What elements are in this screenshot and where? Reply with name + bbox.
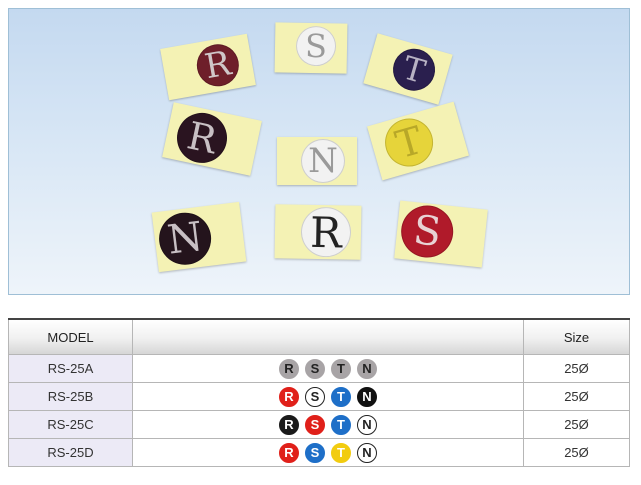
symbol-r-badge: R <box>279 386 299 407</box>
sticker-n: N <box>277 137 357 185</box>
header-size: Size <box>523 318 630 355</box>
symbol-t-badge: T <box>331 414 351 435</box>
symbol-t-badge: T <box>331 442 351 463</box>
sticker-r: R <box>160 33 256 101</box>
sticker-r: R <box>274 204 362 260</box>
symbol-s-badge: S <box>305 358 325 379</box>
model-cell: RS-25D <box>8 438 133 467</box>
symbol-t-badge: T <box>331 386 351 407</box>
sticker-disc: R <box>193 40 243 90</box>
symbol-r-badge: R <box>279 442 299 463</box>
model-cell: RS-25C <box>8 410 133 439</box>
size-cell: 25Ø <box>523 382 630 411</box>
sticker-disc: N <box>156 209 215 268</box>
symbol-n-badge: N <box>357 386 377 407</box>
size-cell: 25Ø <box>523 354 630 383</box>
sticker-disc: T <box>379 112 439 173</box>
symbol-n-badge: N <box>357 414 377 435</box>
symbol-s-badge: S <box>305 414 325 435</box>
sticker-s: S <box>274 22 348 74</box>
sticker-t: T <box>363 33 453 105</box>
symbol-n-badge: N <box>357 442 377 463</box>
table-header-row: MODEL Size <box>8 318 630 355</box>
sticker-disc: R <box>300 206 352 258</box>
size-cell: 25Ø <box>523 410 630 439</box>
symbol-r-badge: R <box>279 358 299 379</box>
symbol-r-badge: R <box>279 414 299 435</box>
sticker-disc: S <box>295 25 337 67</box>
sticker-disc: S <box>398 202 456 261</box>
model-cell: RS-25A <box>8 354 133 383</box>
sticker-disc: T <box>388 43 441 96</box>
sticker-disc: N <box>301 139 345 183</box>
sticker-r: R <box>162 102 262 176</box>
model-cell: RS-25B <box>8 382 133 411</box>
sticker-t: T <box>367 101 469 181</box>
symbol-s-badge: S <box>305 386 325 407</box>
sticker-disc: R <box>172 108 232 168</box>
symbol-n-badge: N <box>357 358 377 379</box>
symbol-s-badge: S <box>305 442 325 463</box>
size-cell: 25Ø <box>523 438 630 467</box>
header-symbols <box>132 318 524 355</box>
sticker-s: S <box>394 200 488 268</box>
header-model: MODEL <box>8 318 133 355</box>
sticker-n: N <box>151 201 247 273</box>
symbol-t-badge: T <box>331 358 351 379</box>
